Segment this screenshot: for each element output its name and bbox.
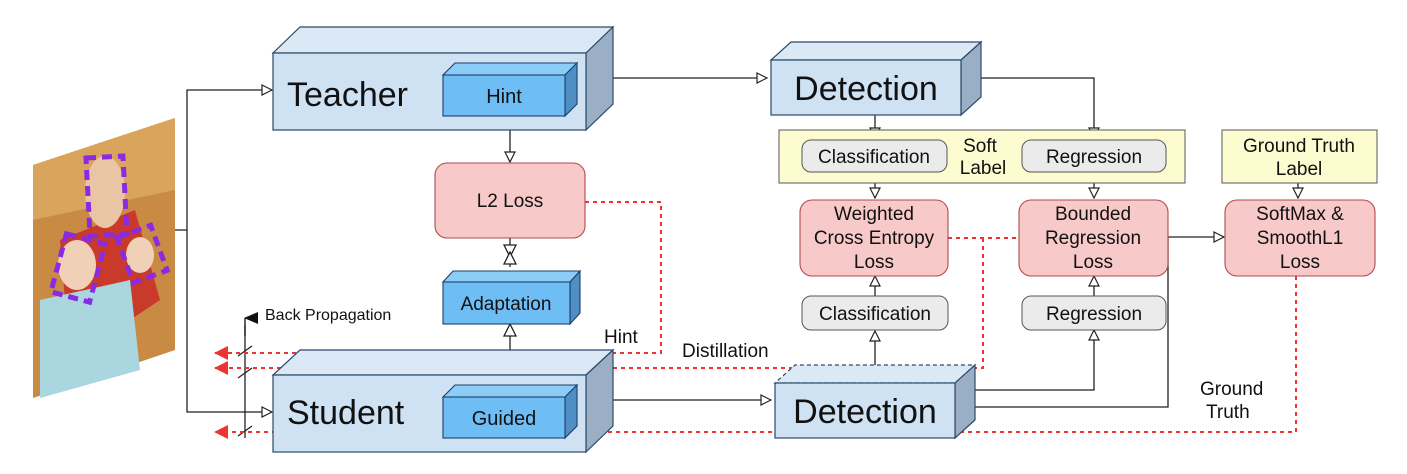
hint-flow-label: Hint — [604, 327, 639, 348]
bounded-reg-line2: Regression — [1045, 228, 1141, 249]
weighted-ce-line2: Cross Entropy — [814, 228, 935, 249]
bounded-reg-line3: Loss — [1073, 252, 1113, 273]
teacher-detection-box: Detection — [769, 40, 983, 117]
softmax-loss-box: SoftMax & SmoothL1 Loss — [1224, 199, 1376, 277]
adaptation-box: Adaptation — [441, 269, 582, 326]
hint-inner-box: Hint — [441, 61, 579, 118]
student-detection-box: Detection — [773, 363, 977, 440]
input-photo — [33, 118, 175, 398]
ground-truth-label-box: Ground Truth Label — [1221, 129, 1378, 184]
student-regression-label: Regression — [1046, 304, 1142, 325]
soft-label-line1: Soft — [963, 136, 998, 157]
soft-label-line2: Label — [960, 158, 1007, 179]
softmax-line1: SoftMax & — [1256, 204, 1344, 225]
student-label: Student — [287, 394, 405, 432]
ground-truth-flow-line1: Ground — [1200, 379, 1263, 400]
gt-label-line2: Label — [1276, 159, 1323, 180]
weighted-ce-line1: Weighted — [834, 204, 914, 225]
student-classification-label: Classification — [819, 304, 931, 325]
student-regression-box: Regression — [1021, 295, 1167, 331]
weighted-ce-loss-box: Weighted Cross Entropy Loss — [799, 199, 949, 277]
gt-label-line1: Ground Truth — [1243, 136, 1355, 157]
distillation-flow-label: Distillation — [682, 341, 769, 362]
back-propagation-label: Back Propagation — [265, 307, 391, 324]
soft-regression-label: Regression — [1046, 147, 1142, 168]
guided-inner-box: Guided — [441, 383, 579, 440]
ground-truth-flow-line2: Truth — [1206, 402, 1250, 423]
teacher-detection-label: Detection — [794, 70, 938, 108]
l2-loss-box: L2 Loss — [434, 162, 586, 239]
adaptation-label: Adaptation — [461, 294, 552, 315]
l2-loss-label: L2 Loss — [477, 191, 544, 212]
teacher-label: Teacher — [287, 76, 408, 114]
soft-label-panel: Classification Soft Label Regression — [778, 129, 1186, 184]
student-detection-label: Detection — [793, 393, 937, 431]
weighted-ce-line3: Loss — [854, 252, 894, 273]
softmax-line3: Loss — [1280, 252, 1320, 273]
hint-label: Hint — [486, 86, 522, 108]
bounded-reg-loss-box: Bounded Regression Loss — [1018, 199, 1169, 277]
guided-label: Guided — [472, 408, 537, 430]
soft-classification-label: Classification — [818, 147, 930, 168]
student-classification-box: Classification — [801, 295, 949, 331]
softmax-line2: SmoothL1 — [1257, 228, 1344, 249]
bounded-reg-line1: Bounded — [1055, 204, 1131, 225]
